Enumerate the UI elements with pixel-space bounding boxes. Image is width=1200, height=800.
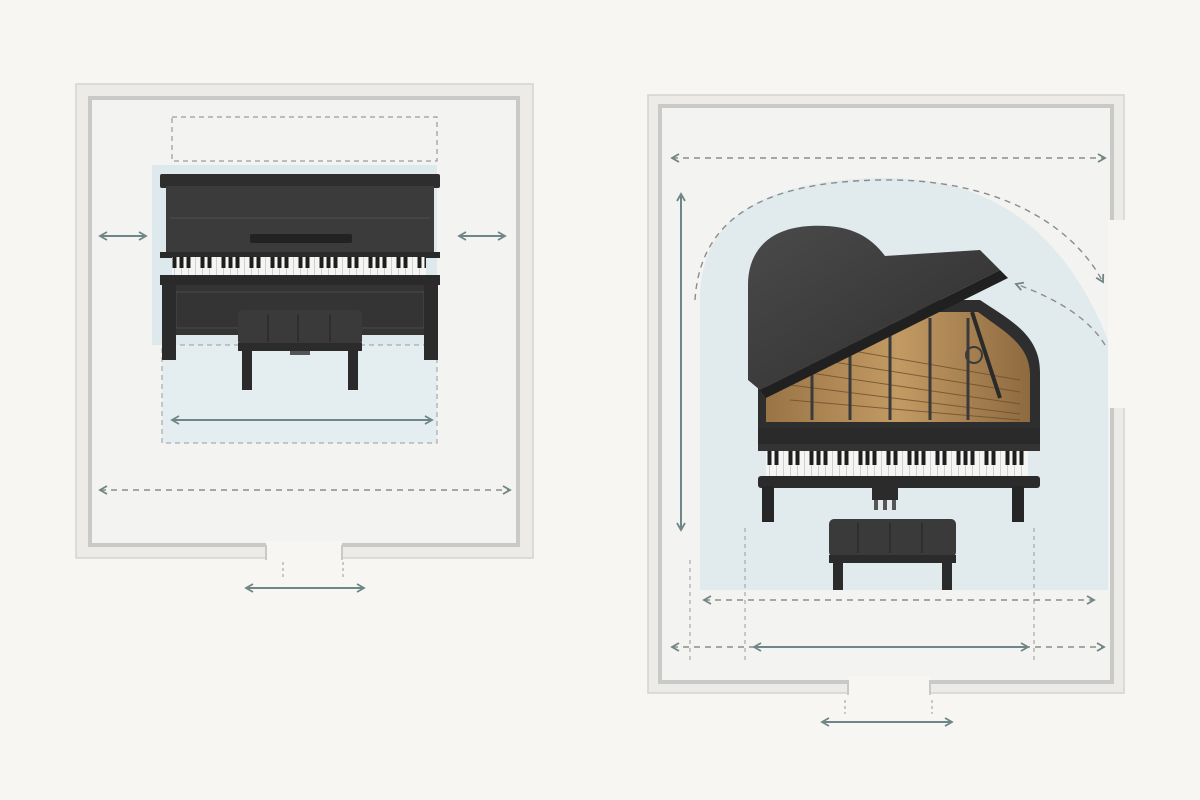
lid-swing-path — [694, 179, 1105, 301]
piano-bench-icon — [829, 519, 956, 590]
wall-clearance-box — [171, 116, 438, 162]
piano-bench-icon — [238, 310, 362, 390]
door-opening — [266, 541, 342, 561]
lid-return-path — [1014, 281, 1106, 346]
upright-piano-room — [75, 83, 534, 593]
bench-clearance-zone — [161, 344, 438, 444]
side-opening — [1108, 220, 1130, 408]
door-opening — [848, 676, 930, 696]
grand-piano-room — [647, 94, 1130, 727]
lid-prop-stick — [970, 311, 1002, 399]
grand-piano-icon — [748, 225, 1040, 522]
